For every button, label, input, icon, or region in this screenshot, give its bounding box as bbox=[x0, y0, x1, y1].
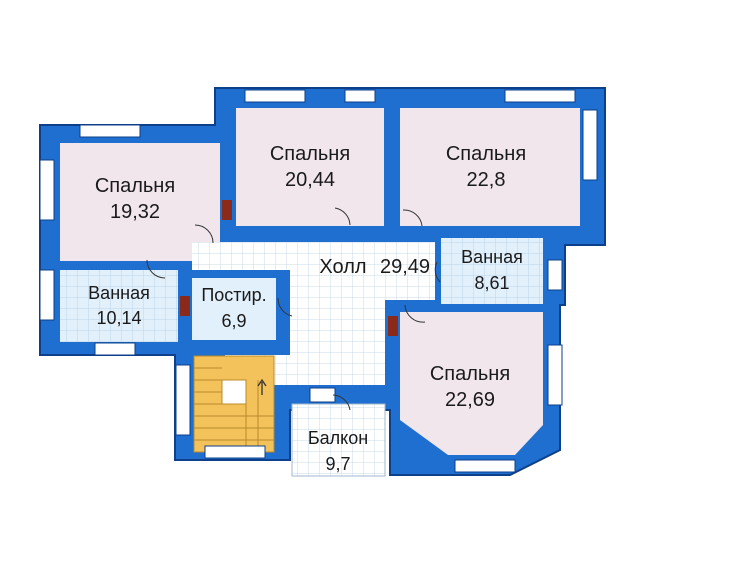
label-balcony: Балкон 9,7 bbox=[308, 428, 368, 474]
svg-text:6,9: 6,9 bbox=[221, 311, 246, 331]
svg-text:Ванная: Ванная bbox=[88, 283, 150, 303]
label-bathroom-2: Ванная 8,61 bbox=[461, 247, 523, 293]
svg-text:19,32: 19,32 bbox=[110, 201, 160, 223]
room-bedroom-1 bbox=[60, 143, 220, 261]
label-bathroom-1: Ванная 10,14 bbox=[88, 283, 150, 328]
room-laundry bbox=[192, 278, 276, 340]
staircase bbox=[193, 355, 275, 453]
label-bedroom-2: Спальня 20,44 bbox=[270, 143, 350, 191]
room-bathroom-1 bbox=[60, 270, 178, 342]
room-hall bbox=[192, 242, 435, 385]
balcony-area bbox=[291, 403, 386, 477]
svg-text:10,14: 10,14 bbox=[96, 308, 141, 328]
svg-text:20,44: 20,44 bbox=[285, 169, 335, 191]
svg-text:8,61: 8,61 bbox=[474, 273, 509, 293]
svg-text:Постир.: Постир. bbox=[201, 285, 266, 305]
label-bedroom-3: Спальня 22,8 bbox=[446, 143, 526, 191]
room-bedroom-4 bbox=[400, 312, 543, 455]
svg-text:Холл: Холл bbox=[319, 256, 366, 278]
label-hall: Холл 29,49 bbox=[319, 256, 430, 278]
svg-text:Спальня: Спальня bbox=[446, 143, 526, 165]
doors bbox=[146, 207, 441, 411]
svg-text:Спальня: Спальня bbox=[270, 143, 350, 165]
room-bedroom-3 bbox=[400, 108, 580, 226]
label-bedroom-4: Спальня 22,69 bbox=[430, 363, 510, 411]
vent-markers bbox=[180, 200, 398, 336]
label-bedroom-1: Спальня 19,32 bbox=[95, 175, 175, 223]
svg-text:Балкон: Балкон bbox=[308, 428, 368, 448]
room-bathroom-2 bbox=[441, 238, 543, 304]
svg-text:9,7: 9,7 bbox=[325, 454, 350, 474]
svg-text:Ванная: Ванная bbox=[461, 247, 523, 267]
room-bedroom-2 bbox=[236, 108, 384, 226]
svg-text:Спальня: Спальня bbox=[430, 363, 510, 385]
label-laundry: Постир. 6,9 bbox=[201, 285, 266, 331]
svg-text:Спальня: Спальня bbox=[95, 175, 175, 197]
windows bbox=[39, 89, 598, 473]
svg-text:29,49: 29,49 bbox=[380, 256, 430, 278]
svg-text:22,8: 22,8 bbox=[467, 169, 506, 191]
svg-text:22,69: 22,69 bbox=[445, 389, 495, 411]
